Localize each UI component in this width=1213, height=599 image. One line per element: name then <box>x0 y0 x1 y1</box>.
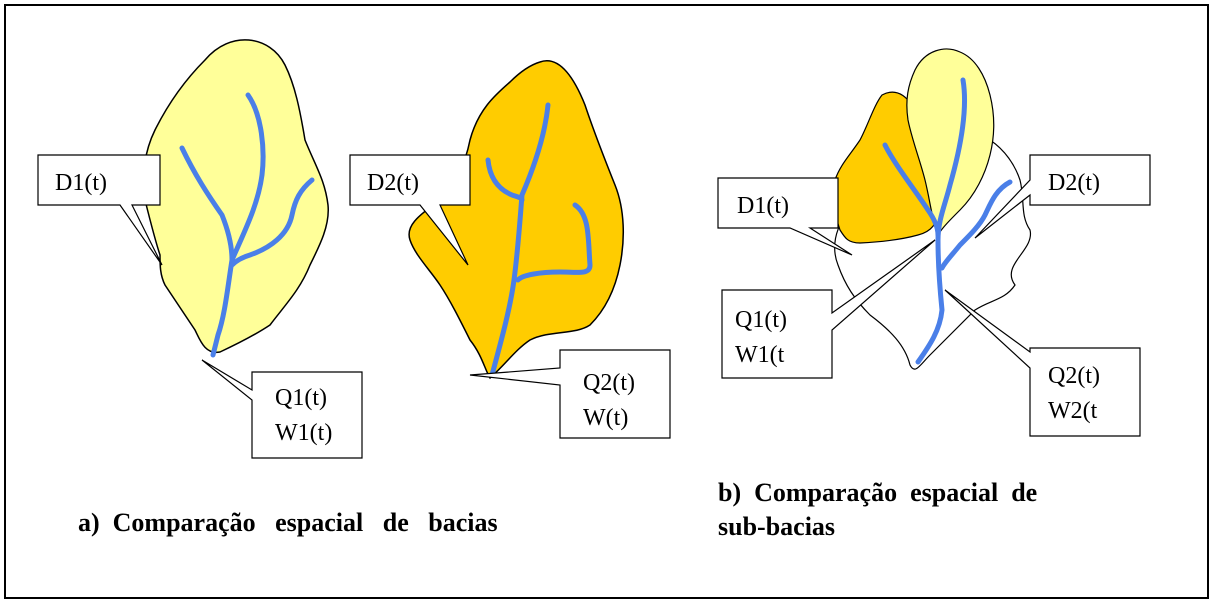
callout-d2-b-box <box>974 154 1151 239</box>
caption-panel-b-line1: b) Comparação espacial de <box>718 478 1038 507</box>
sub-basin-light-shape <box>906 48 995 237</box>
callout-d1-a-text: D1(t) <box>55 170 107 196</box>
callout-q1-a-line1: Q1(t) <box>275 385 327 411</box>
basin-1-river-network <box>179 92 315 358</box>
callout-q1-a-line2: W1(t) <box>275 420 332 446</box>
callout-q1-b-line1: Q1(t) <box>735 307 787 333</box>
callout-d1-a-box <box>37 154 163 266</box>
callout-q1-b-box <box>721 239 936 379</box>
caption-panel-b-line2: sub-bacias <box>718 512 836 541</box>
callout-q2-a-box <box>469 349 671 439</box>
callout-d1-b-box <box>717 177 853 256</box>
basin-2-river-network <box>485 102 593 378</box>
callout-q1-a-box <box>201 359 363 459</box>
caption-panel-a: a) Comparação espacial de bacias <box>78 508 498 537</box>
basin-2-shape <box>408 60 625 380</box>
callout-d2-b-text: D2(t) <box>1048 170 1100 196</box>
sub-basin-river-network <box>882 77 1013 365</box>
callout-d2-a-text: D2(t) <box>367 170 419 196</box>
callout-q2-a-line1: Q2(t) <box>583 370 635 396</box>
callout-d2-a-box <box>349 154 471 266</box>
callout-q1-b-line2: W1(t <box>735 342 785 368</box>
callout-q2-b-line2: W2(t <box>1048 398 1098 424</box>
callout-q2-b-box <box>944 289 1141 437</box>
callout-d1-b-text: D1(t) <box>737 193 789 219</box>
callout-q2-a-line2: W(t) <box>583 405 628 431</box>
callout-q2-b-line1: Q2(t) <box>1048 363 1100 389</box>
